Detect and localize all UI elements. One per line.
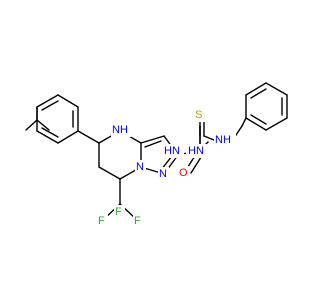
atom-n-hydrazide-1: N [172, 145, 180, 157]
benzyl-phenyl-ring [245, 82, 288, 131]
bond-ch2-to-phenyl [241, 117, 247, 127]
atom-h-hydrazide-1: H [164, 145, 172, 157]
atom-f-right: F [134, 215, 141, 227]
bond-thiocarbonyl-to-nh [203, 135, 215, 141]
isopropylphenyl-ring [36, 94, 79, 144]
atom-n-benzyl: N [215, 134, 223, 146]
atom-o-carbonyl: O [179, 167, 188, 179]
atom-s-thione: S [195, 109, 202, 121]
tetrahydropyrimidine-ring [98, 130, 142, 180]
atom-labels: NH N N O HN HN S NH F F F [97, 108, 236, 228]
atom-n-pyrazole: N [159, 168, 167, 180]
atom-hydrazide-2: HN [188, 145, 204, 157]
molecule-diagram: NH N N O HN HN S NH F F F [25, 82, 288, 228]
atom-f-left: F [98, 215, 105, 227]
bond-isopropyl-methyl-left [25, 119, 38, 131]
atom-n-bridge: N [136, 161, 144, 173]
atom-n-hydrazide-2: N [196, 145, 204, 157]
atom-f-top: F [115, 206, 122, 218]
atom-benzyl-nh: NH [215, 134, 231, 146]
atom-hydrazide-1: HN [164, 145, 180, 157]
atom-nh-ring: NH [112, 124, 128, 136]
bond-isopropyl-methyl-right [36, 119, 50, 131]
atom-h-benzyl: H [223, 134, 231, 146]
atom-h-hydrazide-2: H [188, 145, 196, 157]
bond-aryl-to-c5 [77, 130, 100, 144]
bonds [25, 82, 288, 220]
